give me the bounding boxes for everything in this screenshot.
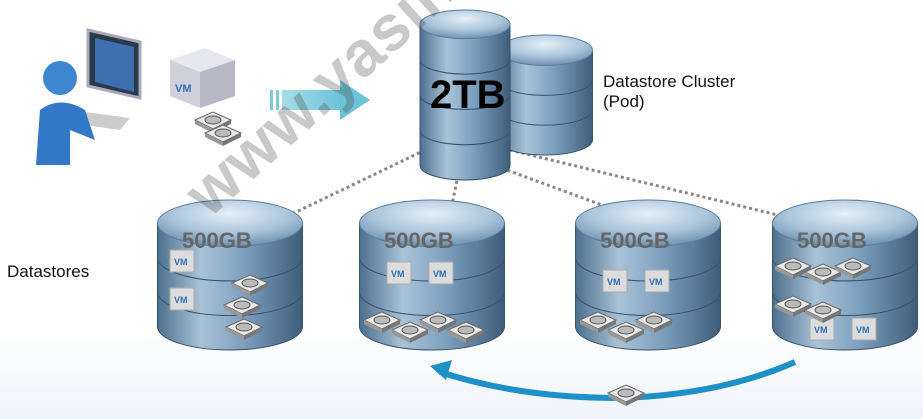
datastore-capacity: 500GB (182, 228, 252, 253)
vm-badge: VM (428, 261, 454, 285)
cylinder-layer-top (419, 9, 511, 40)
cluster-label-line2: (Pod) (603, 92, 645, 111)
datastore-capacity: 500GB (384, 228, 454, 253)
disk-icon (230, 274, 270, 296)
vm-cube-label: VM (175, 83, 192, 95)
vm-badge: VM (386, 261, 412, 285)
vm-badge-label: VM (391, 269, 405, 279)
datastore-2[interactable]: 500GB VM VM (359, 199, 505, 351)
disk-icon (578, 311, 618, 333)
connector-line (289, 148, 426, 217)
vm-badge-label: VM (649, 277, 663, 287)
disk-icon (362, 311, 402, 333)
disk-icon (803, 263, 843, 285)
disk-icon (833, 257, 873, 279)
cluster-label-line1: Datastore Cluster (603, 72, 736, 91)
vm-badge: VM (602, 269, 628, 293)
connector-line (484, 160, 611, 210)
cluster-connectors (289, 148, 791, 220)
vm-badge: VM (169, 249, 195, 273)
disk-icon (634, 311, 674, 333)
disk-icon (193, 111, 233, 133)
disk-icon (606, 321, 646, 343)
disk-icon (773, 295, 813, 317)
user-computer-icon (36, 28, 142, 165)
vm-badge: VM (644, 269, 670, 293)
disk-icon (446, 321, 486, 343)
cluster-capacity: 2TB (430, 73, 506, 117)
move-to-cluster-arrow (270, 80, 370, 120)
disk-icon (203, 124, 243, 146)
vm-badge: VM (169, 287, 195, 311)
cylinder-layer-top (359, 199, 505, 247)
cylinder-layer-top (497, 34, 593, 66)
datastore-1[interactable]: 500GB VM VM (157, 199, 303, 351)
datastore-capacity: 500GB (600, 228, 670, 253)
disk-icon (803, 301, 843, 323)
vm-badge-label: VM (174, 257, 188, 267)
datastore-3[interactable]: 500GB VM VM (575, 199, 721, 351)
disk-icon (222, 296, 262, 318)
disk-icon (418, 311, 458, 333)
vm-badge-label: VM (856, 325, 870, 335)
vm-cube-icon: VM (170, 48, 235, 108)
disk-icon (773, 257, 813, 279)
vm-badge-label: VM (433, 269, 447, 279)
vm-disks (193, 111, 243, 146)
connector-line (450, 174, 460, 206)
datastore-4[interactable]: 500GB VM VM (772, 199, 918, 351)
datastore-capacity: 500GB (797, 228, 867, 253)
cylinder-layer-top (575, 199, 721, 247)
datastore-cluster[interactable] (419, 9, 593, 181)
disk-icon (606, 384, 646, 406)
cylinder-layer-top (772, 199, 918, 247)
connector-line (509, 148, 791, 220)
disk-icon (390, 321, 430, 343)
vm-badge-label: VM (607, 277, 621, 287)
cluster-label: Datastore Cluster (Pod) (603, 72, 735, 112)
migrating-disk-icon (606, 384, 646, 406)
vm-badge-label: VM (814, 325, 828, 335)
vm-badge: VM (851, 317, 877, 341)
datastores-label: Datastores (7, 262, 90, 281)
vm-badge-label: VM (174, 295, 188, 305)
disk-icon (224, 318, 264, 340)
cylinder-layer-top (157, 199, 303, 247)
